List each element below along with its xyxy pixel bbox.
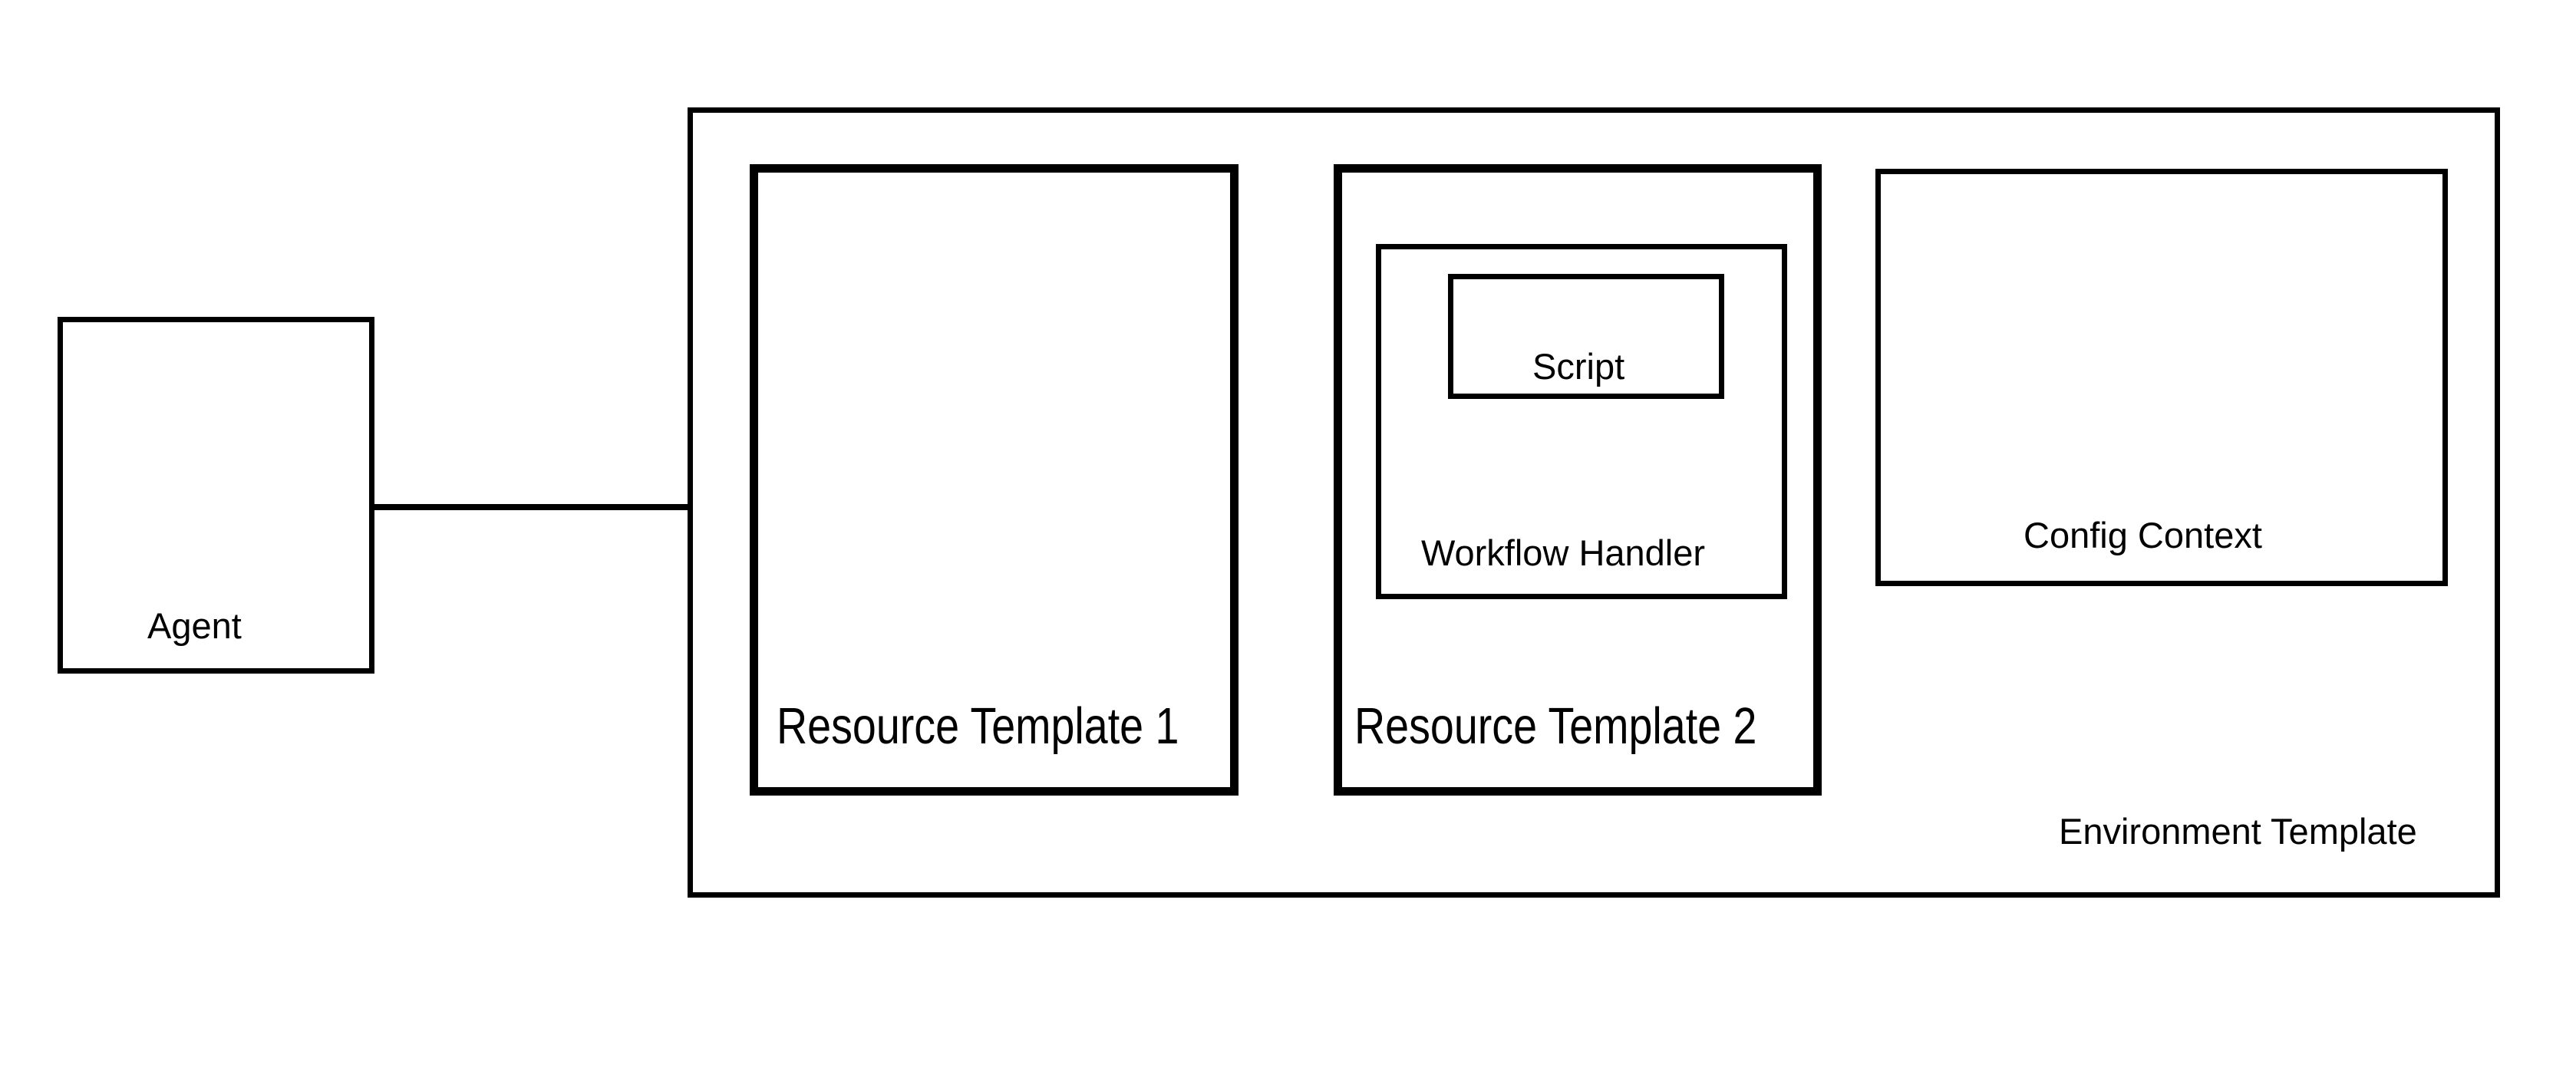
resource-template-1-box: Resource Template 1 [750, 164, 1239, 796]
agent-label: Agent [147, 605, 242, 646]
agent-box: Agent [58, 317, 374, 674]
script-label: Script [1532, 346, 1625, 387]
agent-environment-connector [374, 504, 689, 510]
workflow-handler-label: Workflow Handler [1421, 532, 1706, 573]
environment-template-label: Environment Template [2059, 811, 2417, 852]
resource-template-1-label: Resource Template 1 [777, 697, 1179, 755]
resource-template-2-label: Resource Template 2 [1354, 697, 1757, 755]
workflow-handler-box: Workflow Handler Script [1376, 244, 1787, 599]
config-context-label: Config Context [2024, 515, 2262, 555]
resource-template-2-box: Resource Template 2 Workflow Handler Scr… [1334, 164, 1822, 796]
script-box: Script [1448, 274, 1724, 399]
config-context-box: Config Context [1875, 169, 2448, 586]
